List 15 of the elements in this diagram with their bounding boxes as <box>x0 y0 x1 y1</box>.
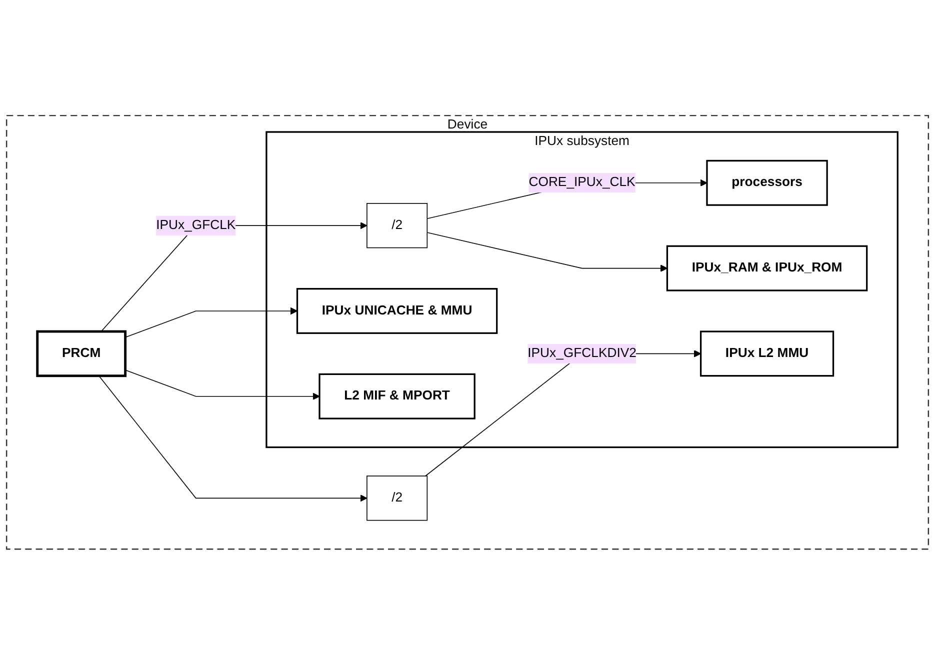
node-box: PRCM <box>36 330 127 377</box>
edge-label: CORE_IPUx_CLK <box>528 175 636 190</box>
node-box: IPUx L2 MMU <box>700 330 834 376</box>
node-box: IPUx_RAM & IPUx_ROM <box>666 244 868 291</box>
node-box: processors <box>706 160 828 206</box>
node-box: /2 <box>366 475 428 520</box>
arrow <box>426 232 668 272</box>
edge-label: IPUx_GFCLKDIV2 <box>528 346 636 360</box>
edge-label: IPUx_GFCLK <box>156 218 236 232</box>
node-box: L2 MIF & MPORT <box>318 373 476 420</box>
arrow <box>124 369 320 400</box>
arrow <box>98 375 368 502</box>
node-box: IPUx UNICACHE & MMU <box>296 288 498 334</box>
arrow <box>124 307 298 338</box>
node-box: /2 <box>366 202 428 248</box>
